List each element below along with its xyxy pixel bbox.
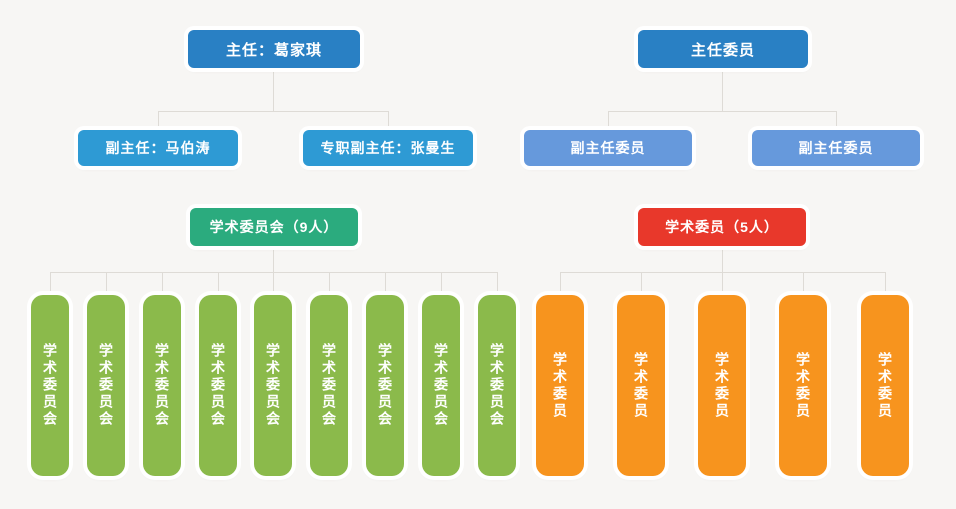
connector-left-member-drop-8 [441,272,442,295]
left-member-label-5: 学术委员会 [265,343,281,428]
left-member-label-9: 学术委员会 [489,343,505,428]
left-member-node-1[interactable]: 学术委员会 [31,295,69,476]
connector-right-root-drop [722,68,723,111]
connector-left-deputy2-drop [388,111,389,130]
left-member-node-3[interactable]: 学术委员会 [143,295,181,476]
connector-left-member-drop-3 [162,272,163,295]
right-member-node-5[interactable]: 学术委员 [861,295,909,476]
right-deputy-node-2[interactable]: 副主任委员 [752,130,920,166]
left-deputy-label-2: 专职副主任：张曼生 [320,140,456,156]
left-committee-label: 学术委员会（9人） [209,219,339,235]
connector-right-member-drop-1 [560,272,561,295]
right-committee-label: 学术委员（5人） [665,219,779,235]
right-deputy-node-1[interactable]: 副主任委员 [524,130,692,166]
left-root-label: 主任：葛家琪 [225,41,322,59]
right-member-node-3[interactable]: 学术委员 [698,295,746,476]
right-member-node-2[interactable]: 学术委员 [617,295,665,476]
connector-left-root-drop [273,68,274,111]
right-root-label: 主任委员 [690,41,755,59]
left-deputy-node-2[interactable]: 专职副主任：张曼生 [303,130,473,166]
right-member-label-4: 学术委员 [795,351,811,420]
left-member-label-6: 学术委员会 [321,343,337,428]
connector-right-deputy1-drop [608,111,609,130]
left-member-node-8[interactable]: 学术委员会 [422,295,460,476]
connector-left-member-drop-9 [497,272,498,295]
left-member-node-9[interactable]: 学术委员会 [478,295,516,476]
connector-right-deputy2-drop [836,111,837,130]
connector-left-member-drop-6 [329,272,330,295]
connector-right-deputy-bar [608,111,836,112]
right-deputy-label-2: 副主任委员 [798,140,874,156]
connector-right-member-drop-2 [641,272,642,295]
left-member-label-4: 学术委员会 [210,343,226,428]
right-member-node-4[interactable]: 学术委员 [779,295,827,476]
connector-left-member-drop-7 [385,272,386,295]
right-member-label-3: 学术委员 [714,351,730,420]
left-committee-node[interactable]: 学术委员会（9人） [190,208,358,246]
left-member-label-7: 学术委员会 [377,343,393,428]
connector-right-member-drop-4 [803,272,804,295]
right-member-node-1[interactable]: 学术委员 [536,295,584,476]
left-member-node-2[interactable]: 学术委员会 [87,295,125,476]
left-member-label-2: 学术委员会 [98,343,114,428]
connector-right-committee-drop [722,246,723,272]
left-member-label-8: 学术委员会 [433,343,449,428]
right-committee-node[interactable]: 学术委员（5人） [638,208,806,246]
connector-right-member-drop-3 [722,272,723,295]
connector-left-deputy-bar [158,111,388,112]
connector-left-member-drop-5 [273,272,274,295]
connector-left-committee-drop [273,246,274,272]
right-member-label-2: 学术委员 [633,351,649,420]
left-member-node-7[interactable]: 学术委员会 [366,295,404,476]
connector-left-member-drop-2 [106,272,107,295]
connector-left-deputy1-drop [158,111,159,130]
left-member-label-3: 学术委员会 [154,343,170,428]
left-member-node-6[interactable]: 学术委员会 [310,295,348,476]
left-root-node[interactable]: 主任：葛家琪 [188,30,360,68]
left-member-label-1: 学术委员会 [42,343,58,428]
right-root-node[interactable]: 主任委员 [638,30,808,68]
connector-left-member-drop-1 [50,272,51,295]
right-deputy-label-1: 副主任委员 [570,140,646,156]
left-member-node-4[interactable]: 学术委员会 [199,295,237,476]
right-member-label-5: 学术委员 [877,351,893,420]
right-member-label-1: 学术委员 [552,351,568,420]
connector-left-member-drop-4 [218,272,219,295]
connector-right-member-drop-5 [885,272,886,295]
left-member-node-5[interactable]: 学术委员会 [254,295,292,476]
left-deputy-node-1[interactable]: 副主任：马伯涛 [78,130,238,166]
left-deputy-label-1: 副主任：马伯涛 [105,140,211,156]
